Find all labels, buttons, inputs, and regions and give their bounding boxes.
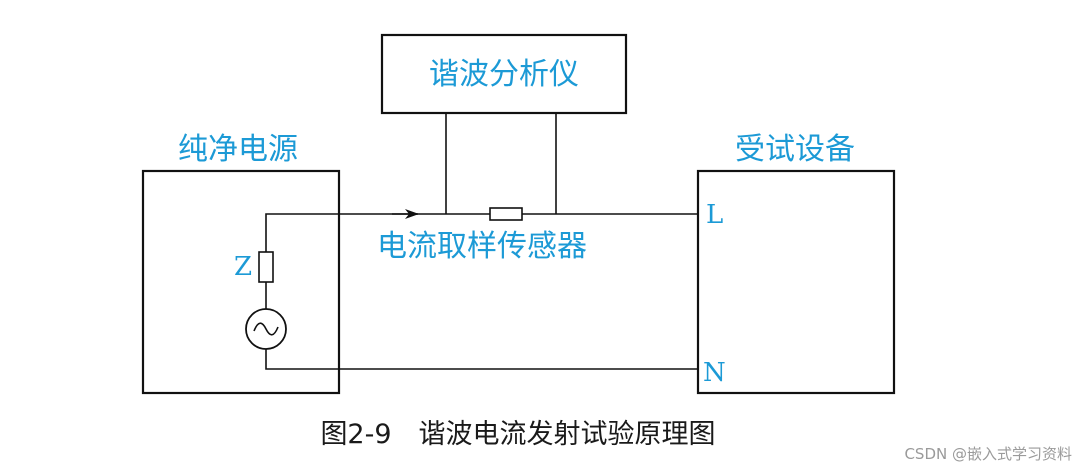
sensor-label: 电流取样传感器 [377,229,587,264]
current-sensor-symbol [489,207,523,221]
line-conductor [265,213,446,252]
figure-caption: 图2-9 谐波电流发射试验原理图 [320,419,715,450]
analyzer-label: 谐波分析仪 [429,57,579,92]
eut-box [696,169,896,395]
pure-power-source: 纯净电源 [141,132,341,395]
terminal-n-label: N [703,358,726,388]
neutral-conductor [265,349,698,370]
impedance-label: Z [234,252,252,282]
harmonic-analyzer: 谐波分析仪 [380,33,628,115]
watermark: CSDN @嵌入式学习资料 [904,445,1072,463]
power-source-label: 纯净电源 [178,132,298,167]
terminal-l-label: L [706,200,723,230]
eut-label: 受试设备 [735,132,855,167]
ac-source-icon [245,308,287,350]
equipment-under-test: 受试设备 L N [696,132,896,395]
impedance-symbol [258,251,274,283]
analyzer-box [380,33,628,115]
power-source-box [141,169,341,395]
